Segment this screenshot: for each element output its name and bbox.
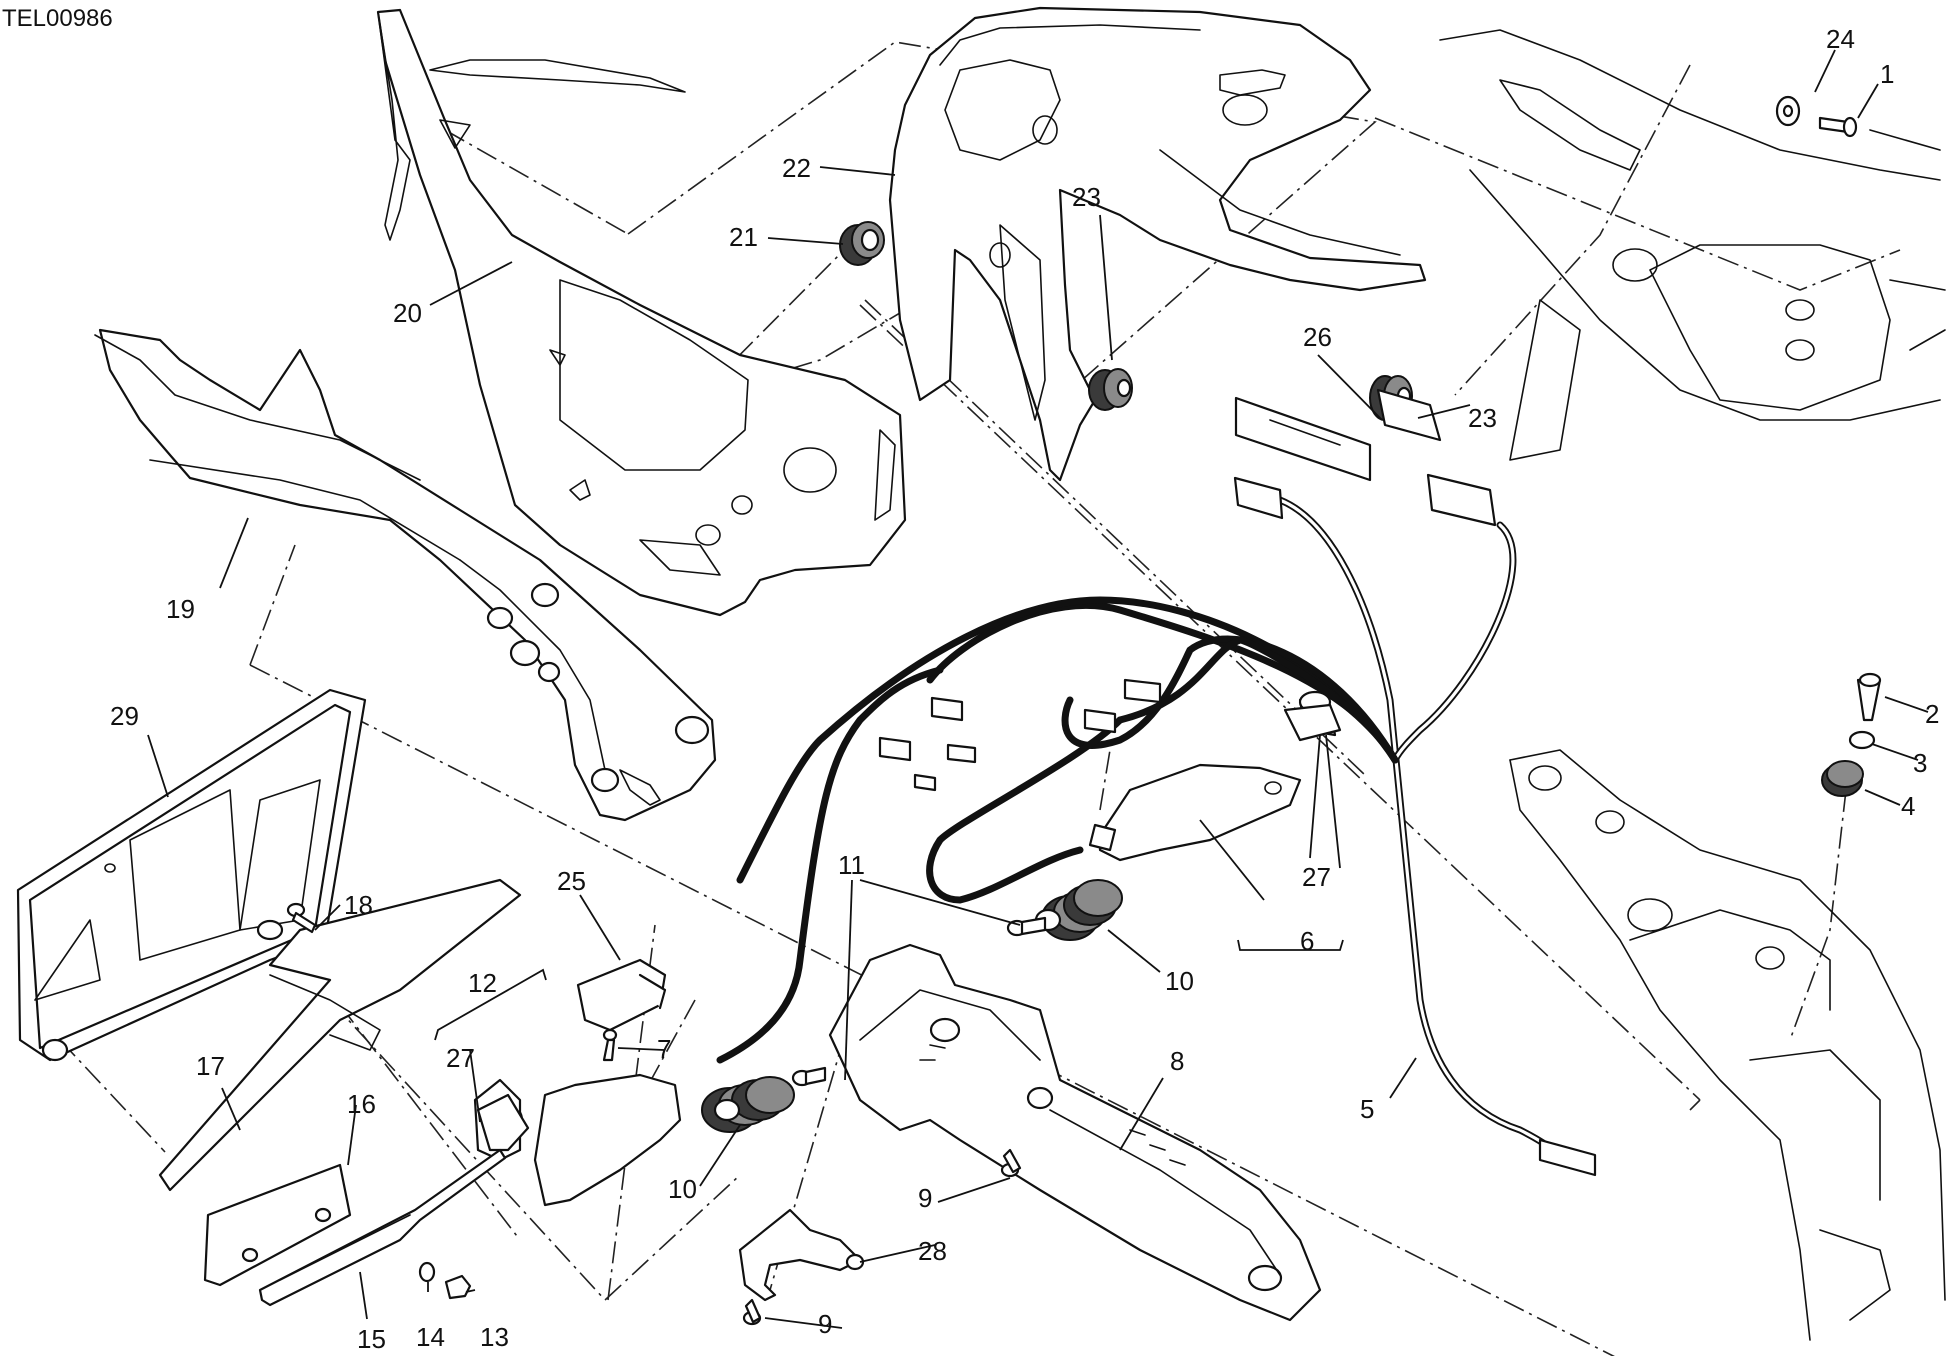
part-17-plate-support bbox=[158, 878, 522, 1192]
callout-14: 14 bbox=[416, 1322, 445, 1352]
grommet-10-upper bbox=[1034, 879, 1123, 941]
screw-7 bbox=[602, 1028, 618, 1062]
part-22-tail-cover bbox=[888, 6, 1427, 482]
callout-7: 7 bbox=[657, 1034, 671, 1064]
callout-25: 25 bbox=[557, 866, 586, 896]
callout-6: 6 bbox=[1300, 926, 1314, 956]
callout-9-lower: 9 bbox=[818, 1309, 832, 1339]
grommet-10-lower bbox=[701, 1076, 795, 1133]
callout-27-upper: 27 bbox=[1302, 862, 1331, 892]
subframe-upper bbox=[1439, 29, 1946, 461]
grommet-23-left bbox=[1088, 368, 1133, 411]
part-8-plate-bracket bbox=[828, 943, 1322, 1322]
part-15-bracket-strip bbox=[258, 1148, 507, 1307]
part-20-rear-bracket bbox=[376, 8, 907, 617]
subframe-lower bbox=[1509, 749, 1946, 1341]
callout-22: 22 bbox=[782, 153, 811, 183]
callout-8: 8 bbox=[1170, 1046, 1184, 1076]
callout-21: 21 bbox=[729, 222, 758, 252]
part-28-clamp bbox=[738, 1208, 865, 1302]
part-19-mounting-arm bbox=[94, 328, 717, 822]
callout-16: 16 bbox=[347, 1089, 376, 1119]
connector-26 bbox=[1233, 388, 1597, 1177]
callout-2: 2 bbox=[1925, 699, 1939, 729]
callout-4: 4 bbox=[1901, 791, 1915, 821]
part-29-license-plate bbox=[16, 688, 367, 1062]
callout-15: 15 bbox=[357, 1324, 386, 1354]
harness-connectors bbox=[878, 678, 1162, 792]
wiring-harness-5 bbox=[716, 496, 1569, 1164]
callout-23-upper: 23 bbox=[1072, 182, 1101, 212]
callout-26: 26 bbox=[1303, 322, 1332, 352]
callout-labels: 1 2 3 4 5 6 7 8 9 9 10 10 11 12 13 14 15… bbox=[110, 24, 1939, 1354]
callout-11: 11 bbox=[838, 850, 865, 880]
part-16-reflector bbox=[203, 1163, 352, 1287]
bulb-27-lower bbox=[476, 1093, 530, 1152]
callout-23-lower: 23 bbox=[1468, 403, 1497, 433]
callout-9-upper: 9 bbox=[918, 1183, 932, 1213]
drawing-code: TEL00986 bbox=[2, 5, 113, 32]
callout-19: 19 bbox=[166, 594, 195, 624]
callout-12: 12 bbox=[468, 968, 497, 998]
screw-9-lower bbox=[742, 1298, 762, 1326]
screw-11-upper bbox=[1006, 916, 1047, 937]
callout-13: 13 bbox=[480, 1322, 509, 1352]
callout-10-lower: 10 bbox=[668, 1174, 697, 1204]
callout-20: 20 bbox=[393, 298, 422, 328]
callout-18: 18 bbox=[344, 890, 373, 920]
bulb-27-upper bbox=[1283, 703, 1342, 742]
screw-9-upper bbox=[1000, 1148, 1022, 1178]
callout-10-upper: 10 bbox=[1165, 966, 1194, 996]
callout-17: 17 bbox=[196, 1051, 225, 1081]
screw-2-washer-3-grommet-4 bbox=[1821, 672, 1882, 797]
washer-14 bbox=[418, 1261, 436, 1283]
callout-3: 3 bbox=[1913, 748, 1927, 778]
screw-11-lower bbox=[791, 1066, 827, 1087]
leader-lines bbox=[147, 49, 1929, 1329]
screw-18 bbox=[286, 902, 317, 934]
callout-29: 29 bbox=[110, 701, 139, 731]
screw-1-washer-24 bbox=[1775, 95, 1858, 138]
callout-24: 24 bbox=[1826, 24, 1855, 54]
part-25-plate-light bbox=[576, 958, 667, 1032]
callout-1: 1 bbox=[1880, 59, 1894, 89]
callout-27-lower: 27 bbox=[446, 1043, 475, 1073]
nut-13 bbox=[444, 1274, 472, 1300]
grommet-21 bbox=[839, 221, 885, 266]
callout-28: 28 bbox=[918, 1236, 947, 1266]
callout-5: 5 bbox=[1360, 1094, 1374, 1124]
